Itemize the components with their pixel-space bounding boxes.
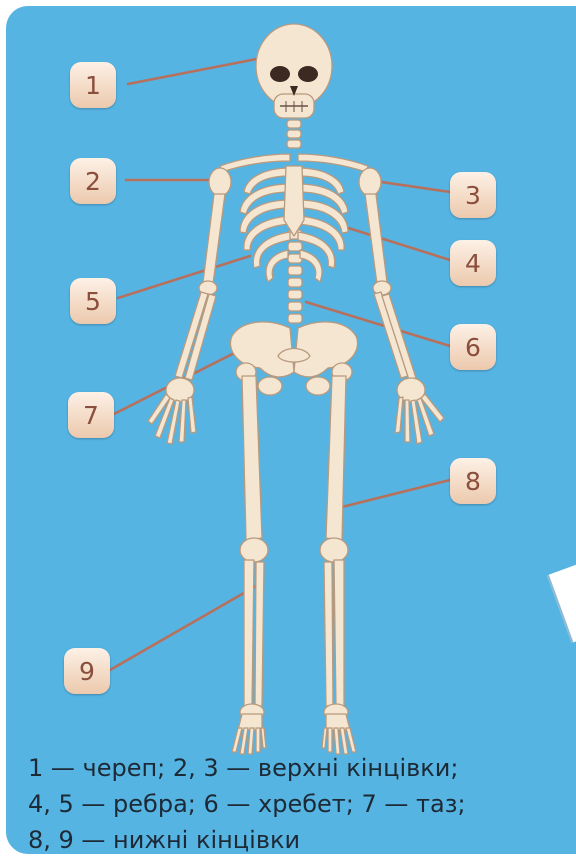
leader-line-8 xyxy=(330,480,450,510)
leader-line-5 xyxy=(118,256,250,298)
left-leg xyxy=(232,363,268,754)
label-badge-9: 9 xyxy=(64,648,110,694)
label-badge-7: 7 xyxy=(68,392,114,438)
leader-line-9 xyxy=(110,586,256,670)
legend: 1 — череп; 2, 3 — верхні кінцівки; 4, 5 … xyxy=(28,750,576,854)
left-arm xyxy=(148,194,225,444)
right-leg xyxy=(320,363,356,754)
label-badge-1: 1 xyxy=(70,62,116,108)
label-badge-6: 6 xyxy=(450,324,496,370)
label-badge-4: 4 xyxy=(450,240,496,286)
label-badge-5: 5 xyxy=(70,278,116,324)
rib-cage xyxy=(240,166,348,282)
leader-line-1 xyxy=(128,56,272,84)
sternum xyxy=(284,166,304,236)
leader-line-4 xyxy=(342,226,450,260)
diagram-panel: 1 2 3 4 5 6 7 8 9 1 — череп; 2, 3 — верх… xyxy=(6,6,576,854)
skull xyxy=(256,24,332,118)
legend-line-1: 1 — череп; 2, 3 — верхні кінцівки; xyxy=(28,750,576,786)
label-badge-8: 8 xyxy=(450,458,496,504)
legend-line-3: 8, 9 — нижні кінцівки xyxy=(28,822,576,854)
label-badge-3: 3 xyxy=(450,172,496,218)
right-arm xyxy=(365,194,444,444)
legend-line-2: 4, 5 — ребра; 6 — хребет; 7 — таз; xyxy=(28,786,576,822)
label-badge-2: 2 xyxy=(70,158,116,204)
